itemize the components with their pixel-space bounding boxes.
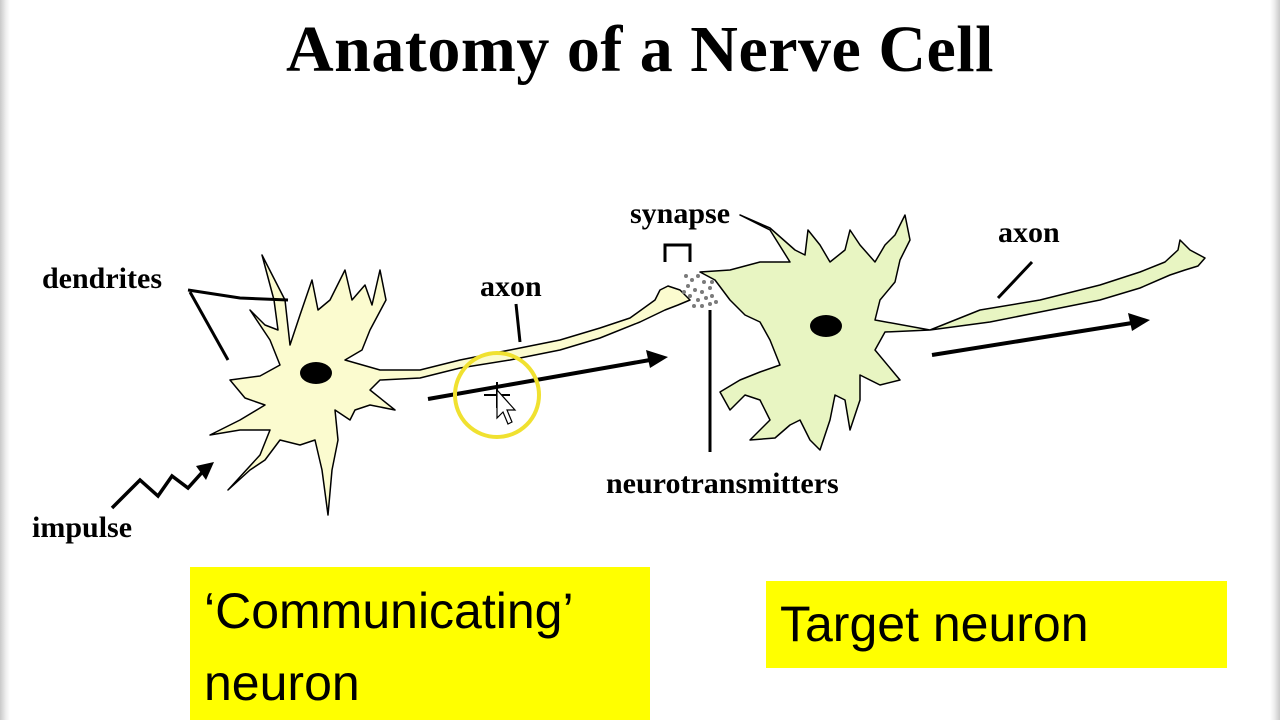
- target-neuron-text: Target neuron: [780, 596, 1089, 652]
- impulse-arrow: [110, 462, 214, 510]
- neurotransmitters-label: neurotransmitters: [606, 467, 839, 500]
- axon-label-left: axon: [480, 270, 542, 303]
- dendrites-label: dendrites: [42, 262, 162, 295]
- communicating-neuron-box: ‘Communicating’ neuron: [190, 567, 650, 720]
- target-neuron-box: Target neuron: [766, 581, 1227, 668]
- communicating-neuron-line2: neuron: [204, 655, 360, 711]
- slide-title: Anatomy of a Nerve Cell: [286, 13, 994, 86]
- cursor-icon: [484, 382, 517, 425]
- direction-arrow-right: [931, 313, 1150, 357]
- slide-edge-left: [0, 0, 10, 720]
- synapse-bracket: [663, 243, 692, 262]
- slide-edge-right: [1270, 0, 1280, 720]
- neurotransmitter-cluster: [682, 274, 718, 308]
- communicating-neuron-line1: ‘Communicating’: [204, 583, 574, 639]
- impulse-label: impulse: [32, 511, 133, 544]
- label-leaders: [187, 260, 1034, 452]
- right-neuron: [699, 214, 1206, 451]
- synapse-label: synapse: [630, 197, 731, 230]
- axon-label-right: axon: [998, 216, 1060, 249]
- left-neuron: [209, 254, 691, 516]
- direction-arrow-left: [427, 350, 668, 401]
- pointer-highlight: [453, 351, 541, 439]
